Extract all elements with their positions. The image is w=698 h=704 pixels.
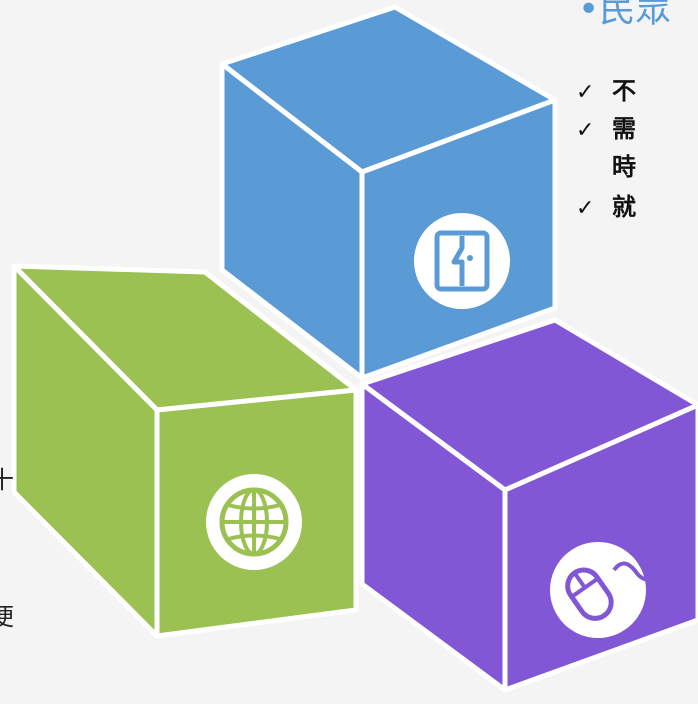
left-text-fragment: 十 — [0, 466, 14, 494]
door-icon — [414, 213, 510, 309]
check-icon: ✓ — [576, 118, 595, 143]
checklist-item: 就 — [612, 193, 636, 221]
checklist-item: 需 — [612, 115, 636, 143]
mouse-icon — [550, 542, 661, 638]
checklist-item: 不 — [612, 77, 636, 105]
check-icon: ✓ — [576, 196, 595, 221]
check-icon: ✓ — [576, 80, 595, 105]
left-text-fragment: 便 — [0, 603, 14, 631]
globe-icon — [206, 474, 302, 570]
heading: •民眾 — [578, 0, 672, 30]
purple-cube — [359, 317, 698, 693]
checklist-item: 時 — [612, 153, 636, 181]
